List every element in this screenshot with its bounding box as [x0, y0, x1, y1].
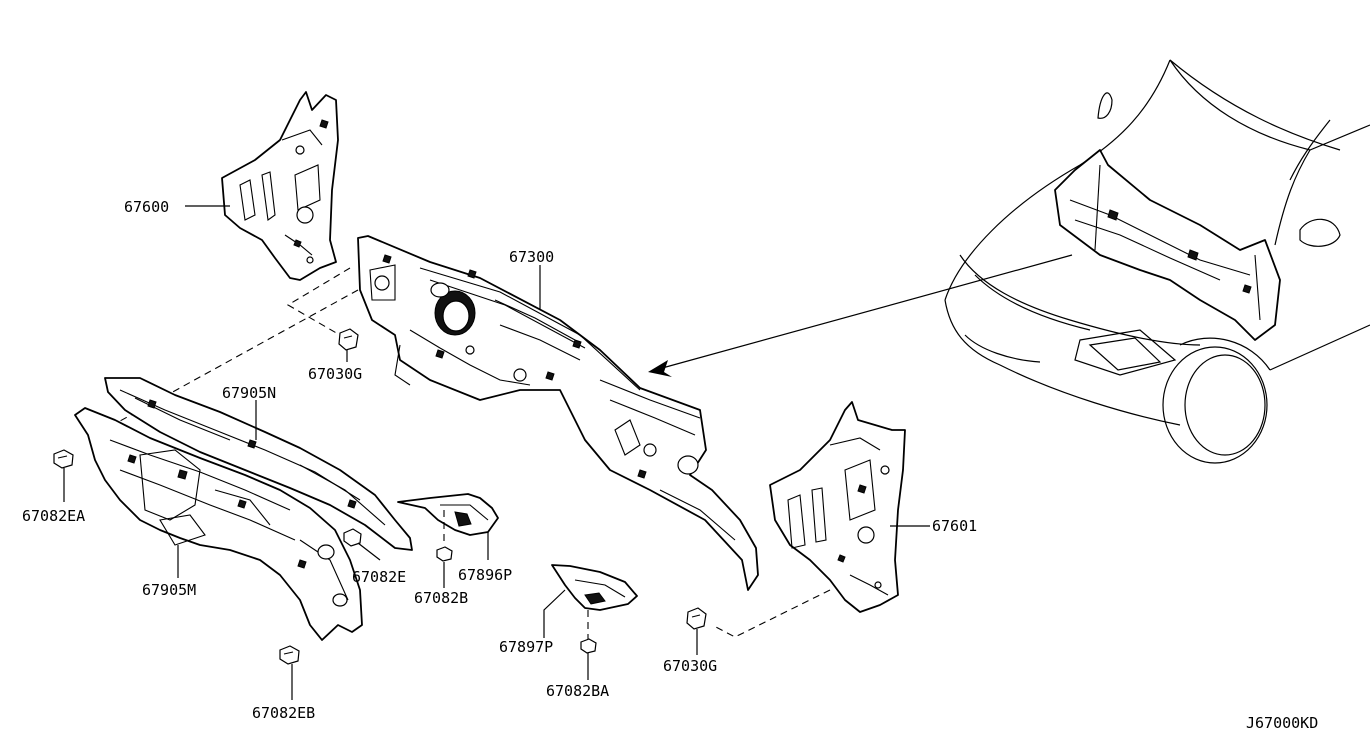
clip-67030g-bottom: [686, 607, 707, 655]
label-67896p: 67896P: [458, 566, 512, 584]
clip-67082ba: [580, 638, 597, 680]
part-67601-side-panel-rh: [769, 401, 906, 613]
label-67897p: 67897P: [499, 638, 553, 656]
label-67082b: 67082B: [414, 589, 468, 607]
label-67082ea: 67082EA: [22, 507, 85, 525]
label-67082eb: 67082EB: [252, 704, 315, 722]
diagram-code: J67000KD: [1246, 714, 1318, 732]
label-67030g-top: 67030G: [308, 365, 362, 383]
part-67896p-bracket: [397, 493, 499, 560]
label-67601: 67601: [932, 517, 977, 535]
clip-67082eb: [279, 645, 300, 700]
part-67600-side-panel-lh: [221, 91, 339, 281]
clip-67082ea: [53, 449, 74, 502]
label-67082e: 67082E: [352, 568, 406, 586]
part-67905m-dash-insulator: [74, 407, 363, 641]
label-67300: 67300: [509, 248, 554, 266]
vehicle-reference-sketch: [648, 59, 1370, 464]
label-67905m: 67905M: [142, 581, 196, 599]
label-67905n: 67905N: [222, 384, 276, 402]
label-67600: 67600: [124, 198, 169, 216]
part-67905n-upper-cowl: [104, 377, 413, 551]
part-67897p-bracket: [543, 564, 638, 640]
clip-67082b: [436, 510, 453, 588]
clip-67082e: [343, 528, 381, 561]
label-67082ba: 67082BA: [546, 682, 609, 700]
part-67300-dash-panel: [357, 235, 759, 591]
clip-67030g-top: [338, 328, 359, 362]
label-67030g-bottom: 67030G: [663, 657, 717, 675]
